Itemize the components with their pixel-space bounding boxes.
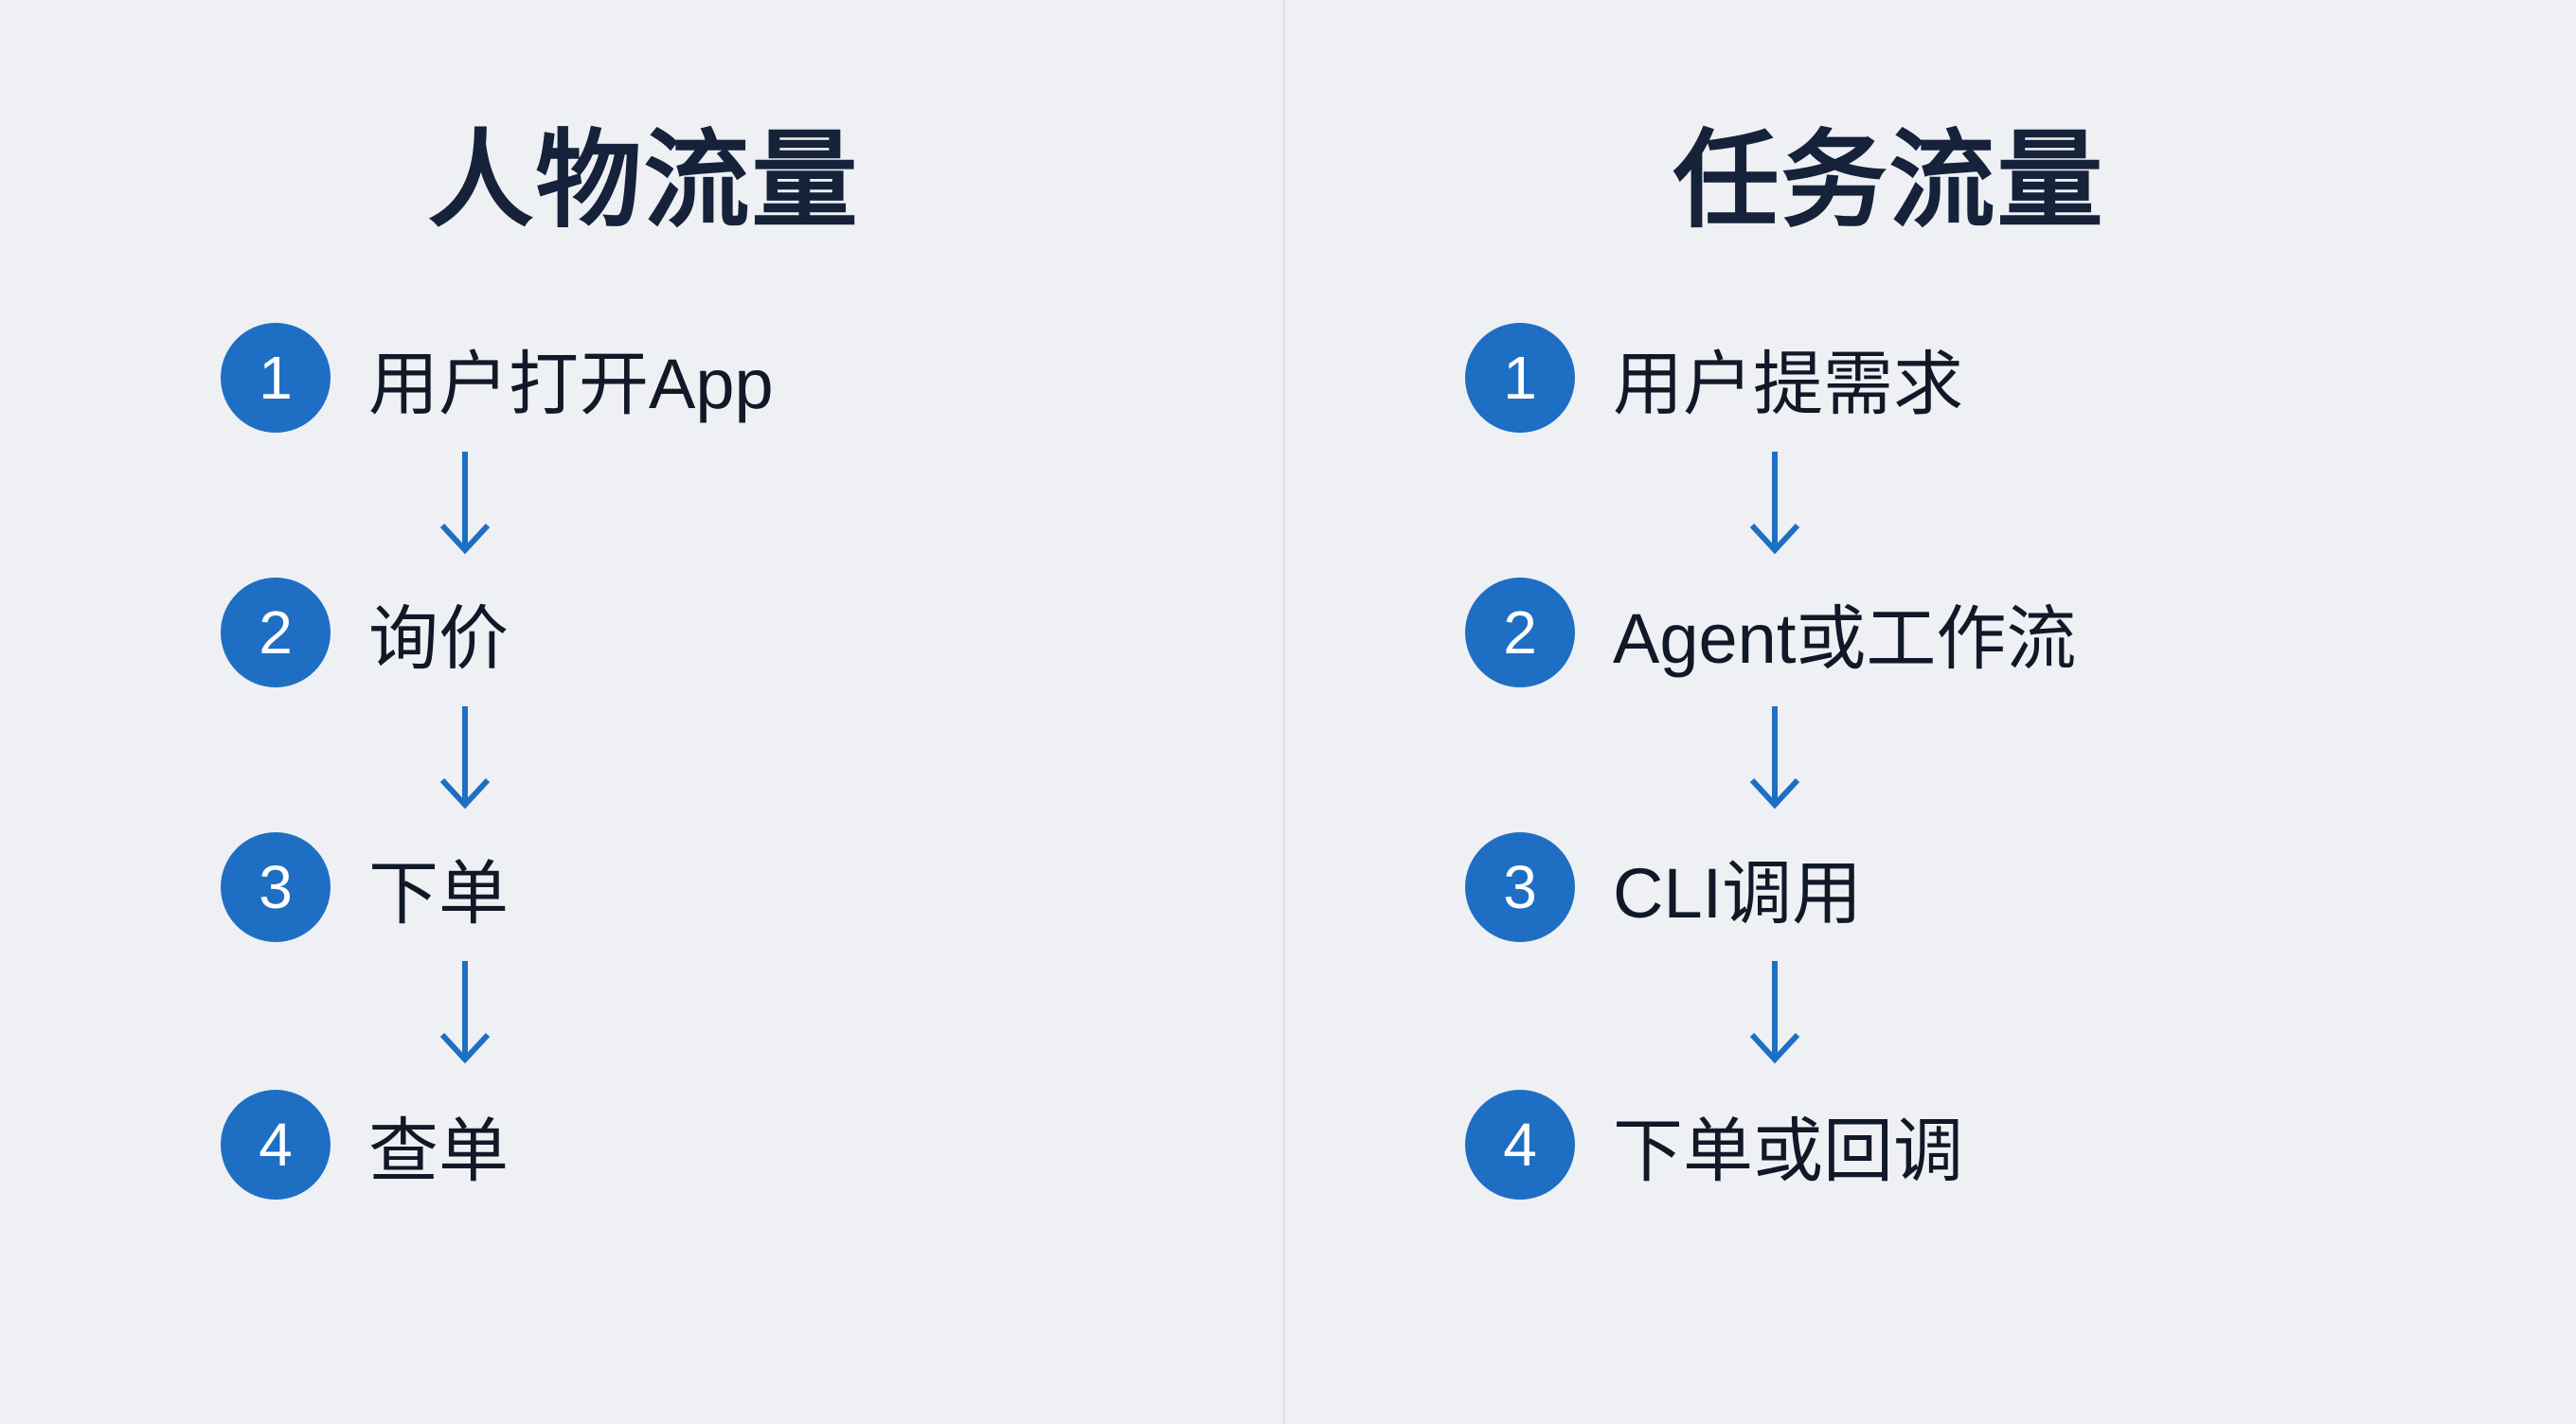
step-label: 用户提需求 [1613,344,1963,423]
panel-divider [1282,0,1285,1424]
step-number-badge: 1 [221,323,331,433]
step-number-badge: 4 [1465,1090,1575,1200]
step-label: 用户打开App [368,344,774,423]
arrow-down-icon [439,452,491,555]
step-label: 查单 [368,1111,509,1190]
flow-step: 3 CLI调用 [1465,832,1862,942]
arrow-down-icon [1749,961,1800,1064]
step-label: 下单 [368,853,509,933]
flow-step: 2 Agent或工作流 [1465,578,2076,687]
step-number-badge: 2 [221,578,331,687]
step-number-badge: 2 [1465,578,1575,687]
step-label: 下单或回调 [1613,1111,1963,1190]
step-number-badge: 1 [1465,323,1575,433]
step-number-badge: 4 [221,1090,331,1200]
step-number-badge: 3 [1465,832,1575,942]
arrow-down-icon [439,961,491,1064]
step-number-badge: 3 [221,832,331,942]
flow-step: 3 下单 [221,832,509,942]
panel-title: 人物流量 [427,121,860,240]
step-label: 询价 [368,598,509,678]
panel-title: 任务流量 [1673,121,2105,240]
arrow-down-icon [1749,706,1800,810]
flow-step: 2 询价 [221,578,509,687]
arrow-down-icon [439,706,491,810]
flow-step: 1 用户提需求 [1465,323,1963,433]
step-label: CLI调用 [1613,853,1863,933]
flow-step: 4 下单或回调 [1465,1090,1963,1200]
left-panel-person-traffic: 人物流量 1 用户打开App 2 询价 3 下单 4 查单 [0,0,1283,1424]
step-label: Agent或工作流 [1613,598,2077,678]
flow-step: 1 用户打开App [221,323,774,433]
flow-step: 4 查单 [221,1090,509,1200]
right-panel-task-traffic: 任务流量 1 用户提需求 2 Agent或工作流 3 CLI调用 4 下单或回调 [1285,0,2568,1424]
arrow-down-icon [1749,452,1800,555]
